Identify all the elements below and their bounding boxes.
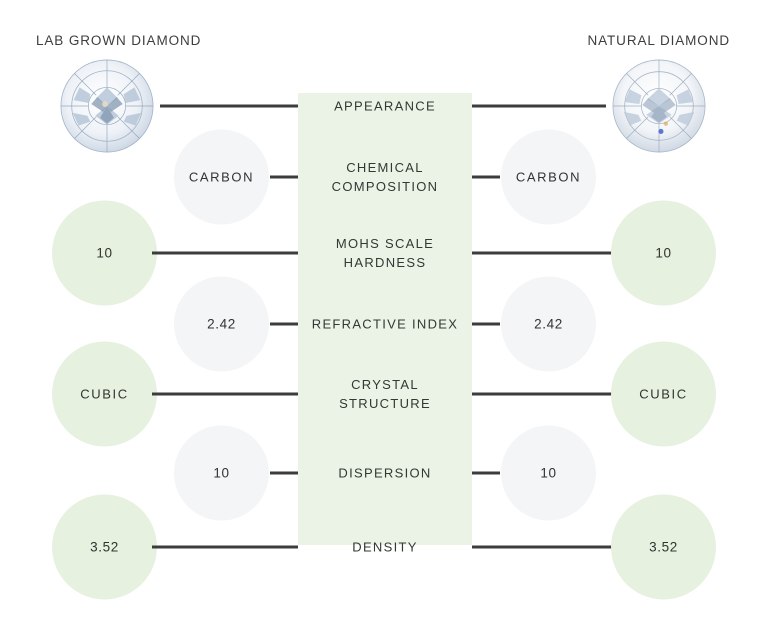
row-label: CHEMICAL COMPOSITION xyxy=(331,160,439,194)
value-bubble-right: CUBIC xyxy=(611,341,716,447)
column-header-natural: NATURAL DIAMOND xyxy=(587,33,730,48)
row-label: CRYSTAL STRUCTURE xyxy=(339,377,431,411)
value-bubble-left: CARBON xyxy=(174,129,269,225)
value-text: CARBON xyxy=(188,169,255,185)
row-label: REFRACTIVE INDEX xyxy=(311,316,459,332)
connector-line-right xyxy=(472,175,500,179)
value-bubble-left: 10 xyxy=(52,200,157,306)
value-bubble-left: 3.52 xyxy=(52,494,157,600)
connector-line-left xyxy=(152,545,298,549)
connector-line-left xyxy=(152,251,298,255)
connector-line-right xyxy=(472,471,500,475)
value-bubble-left: 10 xyxy=(174,425,269,521)
value-text: 10 xyxy=(540,465,557,481)
diamond-icon xyxy=(60,59,154,153)
connector-line-left xyxy=(152,392,298,396)
connector-line-right xyxy=(472,392,616,396)
column-header-lab-grown: LAB GROWN DIAMOND xyxy=(36,33,202,48)
natural-diamond-image xyxy=(604,57,714,155)
value-text: 3.52 xyxy=(90,539,119,555)
row-label: DENSITY xyxy=(352,539,418,555)
value-text: CUBIC xyxy=(639,386,688,402)
connector-line-right xyxy=(472,251,616,255)
value-bubble-right: 2.42 xyxy=(501,276,596,372)
value-bubble-left: 2.42 xyxy=(174,276,269,372)
value-text: 2.42 xyxy=(207,316,236,332)
value-text: CARBON xyxy=(515,169,582,185)
value-bubble-left: CUBIC xyxy=(52,341,157,447)
center-band xyxy=(298,93,472,545)
value-bubble-right: CARBON xyxy=(501,129,596,225)
connector-line-left xyxy=(270,175,298,179)
value-bubble-right: 10 xyxy=(501,425,596,521)
connector-line-right xyxy=(472,322,500,326)
row-label: MOHS SCALE HARDNESS xyxy=(335,236,435,270)
connector-line-right xyxy=(472,104,606,108)
value-text: 3.52 xyxy=(649,539,678,555)
value-text: 2.42 xyxy=(534,316,563,332)
value-text: CUBIC xyxy=(80,386,129,402)
value-text: 10 xyxy=(655,245,672,261)
connector-line-right xyxy=(472,545,616,549)
row-label: APPEARANCE xyxy=(334,98,436,114)
lab-grown-diamond-image xyxy=(52,57,162,155)
connector-line-left xyxy=(160,104,298,108)
value-bubble-right: 10 xyxy=(611,200,716,306)
value-bubble-right: 3.52 xyxy=(611,494,716,600)
connector-line-left xyxy=(270,471,298,475)
connector-line-left xyxy=(270,322,298,326)
value-text: 10 xyxy=(213,465,230,481)
row-label: DISPERSION xyxy=(338,465,432,481)
diamond-icon xyxy=(612,59,706,153)
value-text: 10 xyxy=(96,245,113,261)
